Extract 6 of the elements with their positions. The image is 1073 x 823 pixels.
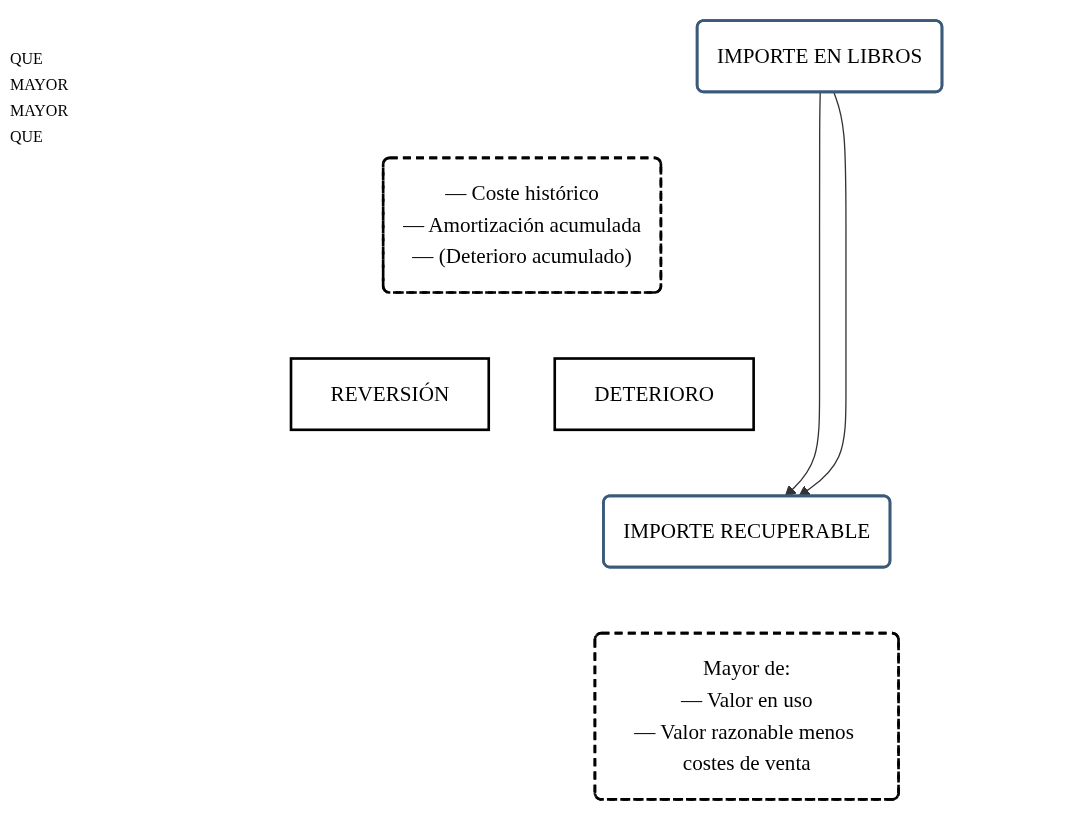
arrow-word-label: QUE bbox=[10, 128, 44, 146]
node-box: DETERIORO bbox=[553, 357, 755, 432]
arrow-word-label: QUE bbox=[10, 50, 44, 68]
node-box: REVERSIÓN bbox=[289, 357, 491, 432]
arrow-word-label: MAYOR bbox=[10, 102, 70, 120]
arrow-word-label: MAYOR bbox=[10, 76, 70, 94]
